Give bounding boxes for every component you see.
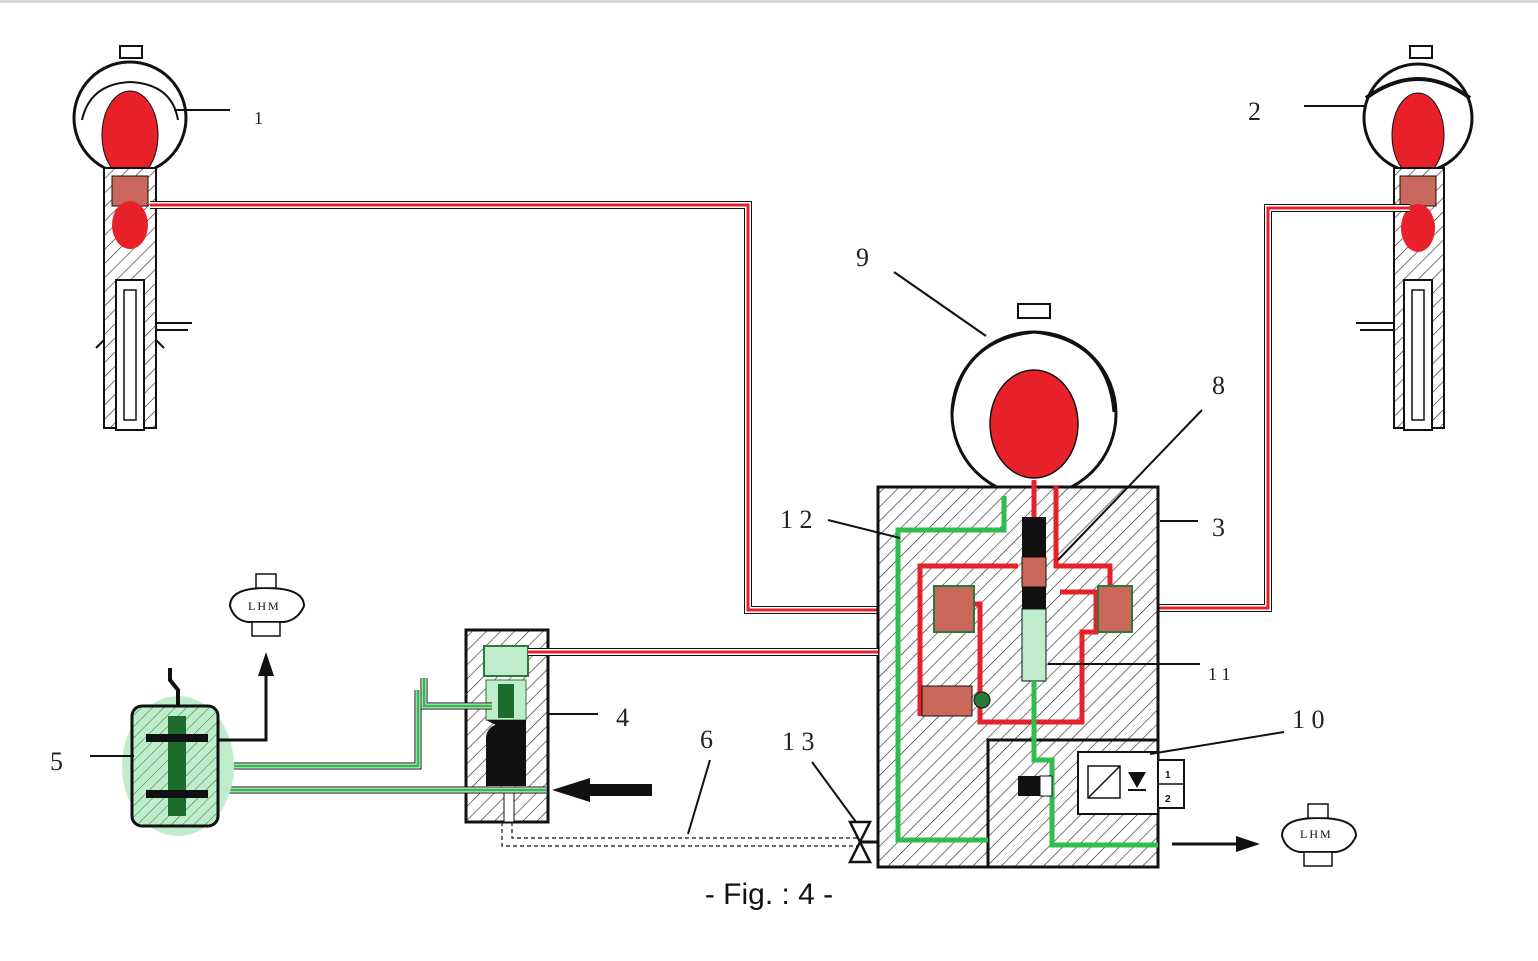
label-3: 3: [1212, 513, 1225, 542]
callout-line-8: [1057, 409, 1203, 561]
bleed-screw: [847, 820, 878, 864]
label-4: 4: [616, 703, 629, 732]
lhm-label-right: LHM: [1300, 827, 1333, 841]
pressure-pipe-left: [150, 201, 920, 614]
bleed-line: [501, 822, 860, 847]
label-2: 2: [1248, 97, 1261, 126]
label-8: 8: [1212, 371, 1225, 400]
label-9: 9: [856, 243, 869, 272]
label-5: 5: [50, 747, 63, 776]
top-border: [0, 0, 1538, 3]
height-corrector-block: [876, 480, 1160, 869]
switch-pin-1: 1: [1165, 770, 1171, 781]
label-6: 6: [700, 725, 713, 754]
central-accumulator-sphere: [950, 303, 1118, 498]
label-10: 1 0: [1292, 705, 1325, 734]
lhm-label-left: LHM: [248, 599, 281, 613]
callout-line-13: [811, 761, 857, 823]
electrovalve-box: 1 2: [1077, 751, 1185, 815]
pressure-pipe-right: [1130, 204, 1410, 612]
callout-line-10: [1149, 731, 1285, 755]
pressure-regulator: [122, 652, 274, 836]
label-1: 1: [254, 108, 263, 128]
switch-pin-2: 2: [1165, 794, 1171, 805]
return-lines: [214, 678, 546, 794]
lhm-reservoir-right: LHM: [1172, 803, 1358, 867]
callout-line-6: [687, 759, 711, 835]
label-12: 1 2: [780, 505, 813, 534]
label-11: 1 1: [1208, 664, 1231, 684]
figure-caption: - Fig. : 4 -: [704, 878, 834, 911]
front-left-suspension-element: [72, 45, 192, 431]
callout-line-12: [827, 519, 901, 539]
front-right-suspension-element: [1356, 45, 1474, 431]
callout-line-9: [893, 271, 987, 337]
lhm-reservoir-left: LHM: [228, 573, 306, 637]
label-13: 1 3: [782, 727, 815, 756]
actuation-arrow: [552, 778, 652, 802]
